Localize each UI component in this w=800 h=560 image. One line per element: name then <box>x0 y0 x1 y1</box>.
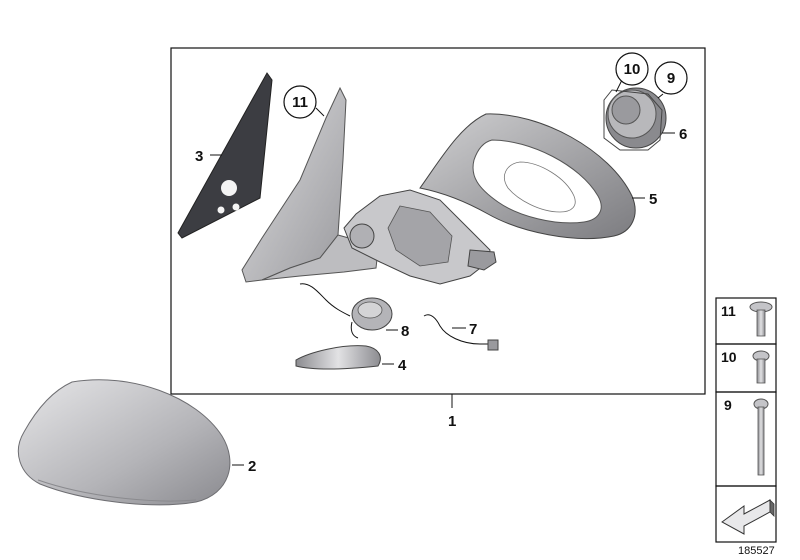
sensor-unit-icon <box>299 283 393 339</box>
turn-signal-lens-icon <box>295 345 381 370</box>
reference-number: 185527 <box>738 545 775 557</box>
legend-label-10: 10 <box>721 349 737 365</box>
callout-2: 2 <box>248 458 256 475</box>
frame-bezel-icon <box>419 113 636 239</box>
legend-label-11: 11 <box>721 303 736 319</box>
callout-6: 6 <box>679 126 687 143</box>
callout-10: 10 <box>624 61 641 78</box>
callout-circle-10 <box>615 52 649 86</box>
fastener-legend: 11 10 9 <box>715 297 777 543</box>
screw-torx-icon <box>752 350 770 384</box>
callout-3: 3 <box>195 148 203 165</box>
callout-11: 11 <box>292 94 308 111</box>
legend-label-9: 9 <box>724 397 732 413</box>
legend-panel-arrow <box>715 485 777 543</box>
assembly-frame <box>170 47 706 395</box>
callout-7: 7 <box>469 321 477 338</box>
screw-long-icon <box>753 398 769 476</box>
callout-1: 1 <box>448 413 456 430</box>
callout-8: 8 <box>401 323 409 340</box>
callout-5: 5 <box>649 191 657 208</box>
wire-harness-icon <box>423 314 499 351</box>
mirror-mechanism-icon <box>343 189 497 285</box>
screw-torx-icon <box>749 301 773 337</box>
callouts: 1 2 3 4 5 6 7 8 9 10 11 <box>195 52 688 475</box>
callout-circle-9 <box>654 61 688 95</box>
mirror-cap-icon <box>17 379 231 506</box>
callout-9: 9 <box>667 70 675 87</box>
leader-lines <box>210 79 675 466</box>
mirror-glass-icon <box>177 72 273 239</box>
callout-circle-11 <box>283 85 317 119</box>
arrow-indicator-icon <box>721 499 775 535</box>
motor-actuator-icon <box>603 87 667 151</box>
callout-4: 4 <box>398 357 407 374</box>
